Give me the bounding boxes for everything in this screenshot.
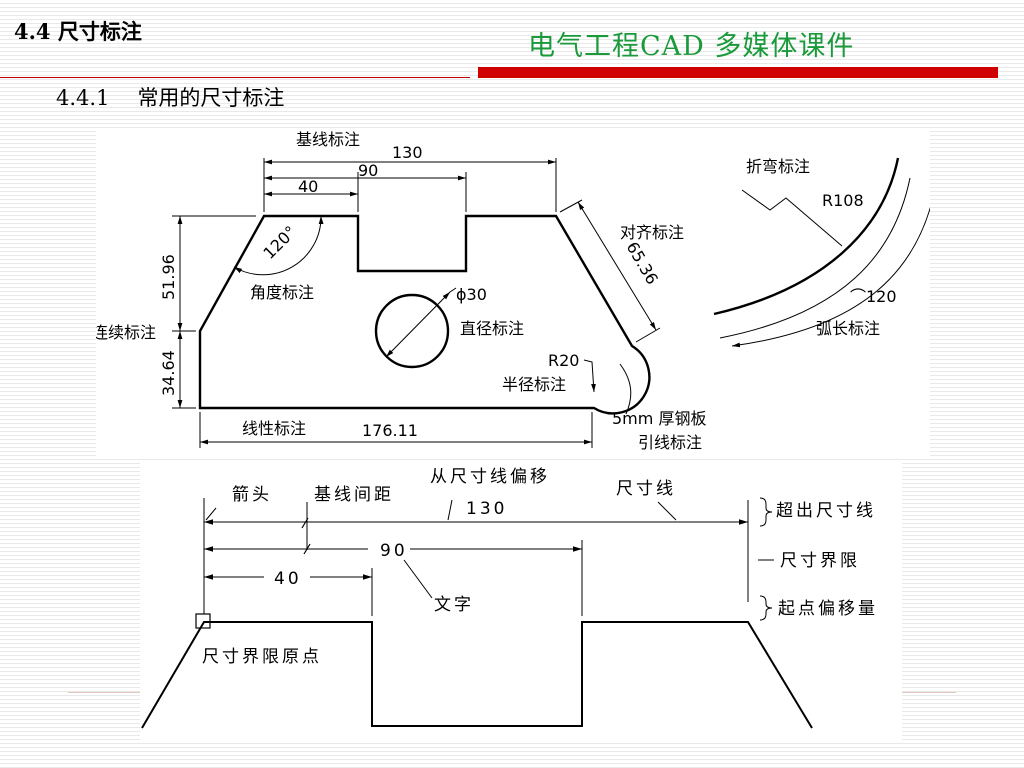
label-ext-origin: 尺寸界限原点 <box>202 647 322 667</box>
label-ext-line: 尺寸界限 <box>780 551 860 571</box>
subsection-number: 4.4.1 <box>56 86 110 110</box>
footer-rule-left <box>68 692 140 693</box>
footer-rule-right <box>902 692 956 693</box>
label-jog-value: R108 <box>822 191 864 210</box>
label-offset: 从尺寸线偏移 <box>430 467 550 487</box>
label-90: 90 <box>358 161 378 180</box>
label-65-36: 65.36 <box>623 239 662 288</box>
label-dimline: 尺寸线 <box>616 479 676 499</box>
label-extend-beyond: 超出尺寸线 <box>776 501 876 521</box>
label-51-96: 51.96 <box>159 254 178 300</box>
label-130: 130 <box>392 143 423 162</box>
plate-leader <box>619 363 632 415</box>
label-linear: 线性标注 <box>242 419 306 438</box>
extension-lines <box>203 498 749 616</box>
label-angle: 角度标注 <box>250 283 314 302</box>
course-title: 电气工程CAD 多媒体课件 <box>528 31 855 62</box>
profile-outline <box>141 621 813 729</box>
label-continuous: 连续标注 <box>96 323 156 342</box>
label-radius-value: R20 <box>548 351 579 370</box>
radius-leader <box>583 359 596 393</box>
dimension-types-svg: 基线标注 130 90 40 120° 角度标注 51.96 34.64 连续标… <box>92 130 937 452</box>
dimline-65-36 <box>577 201 657 331</box>
header-red-bar <box>478 67 998 78</box>
label-diameter-value: ϕ30 <box>456 285 487 304</box>
arc-length-dimline <box>731 183 937 348</box>
label-arrow: 箭头 <box>232 485 272 505</box>
dimension-anatomy-diagram: 箭头 基线间距 从尺寸线偏移 尺寸线 130 90 40 文字 超出尺寸线 尺寸… <box>140 462 902 740</box>
label-130: 130 <box>466 499 507 519</box>
dimension-types-diagram: 基线标注 130 90 40 120° 角度标注 51.96 34.64 连续标… <box>92 128 937 456</box>
label-120deg: 120° <box>259 222 300 263</box>
offset-leader <box>447 499 453 521</box>
label-40: 40 <box>274 569 302 589</box>
label-diameter: 直径标注 <box>460 319 524 338</box>
label-arc-value: ⌒120 <box>850 287 897 306</box>
label-text: 文字 <box>434 595 474 615</box>
diameter-leader <box>385 291 451 358</box>
section-title: 4.4 尺寸标注 <box>14 19 142 44</box>
label-176-11: 176.11 <box>362 421 418 440</box>
label-radius: 半径标注 <box>502 375 566 394</box>
arrow-leader <box>205 507 217 521</box>
label-jog: 折弯标注 <box>746 157 810 176</box>
label-aligned: 对齐标注 <box>620 223 684 242</box>
dimline-leader <box>657 501 677 521</box>
angle-arc <box>233 215 324 276</box>
label-40: 40 <box>298 177 318 196</box>
label-baseline-spacing: 基线间距 <box>314 485 394 505</box>
header-thin-rule <box>0 77 470 78</box>
subsection-title: 4.4.1 常用的尺寸标注 <box>56 82 284 112</box>
brace-origin <box>759 595 773 621</box>
label-34-64: 34.64 <box>159 350 178 396</box>
text-leader <box>403 559 433 599</box>
ext-origin-marker <box>195 613 211 629</box>
dimension-anatomy-svg: 箭头 基线间距 从尺寸线偏移 尺寸线 130 90 40 文字 超出尺寸线 尺寸… <box>141 467 878 729</box>
label-90: 90 <box>380 541 408 561</box>
label-leader-line1: 5mm 厚钢板 <box>612 409 706 428</box>
label-arc: 弧长标注 <box>816 319 880 338</box>
subsection-text: 常用的尺寸标注 <box>137 86 285 110</box>
label-baseline: 基线标注 <box>296 130 360 149</box>
label-origin-offset: 起点偏移量 <box>778 599 878 619</box>
extension-lines-left <box>172 215 256 409</box>
brace-extend <box>759 497 773 527</box>
label-leader-line2: 引线标注 <box>638 433 702 452</box>
